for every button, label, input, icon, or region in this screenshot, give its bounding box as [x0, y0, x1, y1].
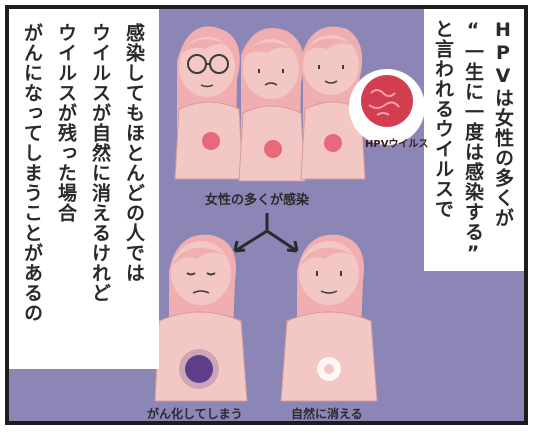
hpv-virus-icon [349, 69, 425, 145]
illustration [154, 26, 425, 402]
woman-cancer [154, 234, 248, 402]
left-line-1: 感染してもほとんどの人では [123, 23, 145, 283]
left-line-2: ウイルスが自然に消えるけれど [89, 23, 111, 303]
panel-stage: 感染してもほとんどの人では ウイルスが自然に消えるけれど ウイルスが残った場合 … [9, 9, 524, 421]
right-narration: HPVは女性の多くが “一生に一度は感染する” と言われるウイルスで [428, 19, 518, 269]
caption-cancer: がん化してしまう [147, 407, 243, 421]
caption-infected: 女性の多くが感染 [205, 193, 310, 208]
right-line-3: と言われるウイルスで [432, 19, 454, 219]
virus-label: HPVウイルス [365, 139, 429, 150]
comic-panel: 感染してもほとんどの人では ウイルスが自然に消えるけれど ウイルスが残った場合 … [5, 5, 528, 425]
left-line-3: ウイルスが残った場合 [55, 23, 77, 223]
caption-clear: 自然に消える [291, 407, 363, 421]
women-group [174, 26, 366, 182]
left-line-4: がんになってしまうことがあるの [21, 23, 43, 323]
left-text-box: 感染してもほとんどの人では ウイルスが自然に消えるけれど ウイルスが残った場合 … [9, 9, 159, 369]
right-text-box: HPVは女性の多くが “一生に一度は感染する” と言われるウイルスで [424, 9, 524, 271]
branch-arrow-icon [233, 213, 299, 253]
woman-clear [280, 234, 378, 402]
right-line-1: HPVは女性の多くが [492, 19, 514, 228]
right-line-2: “一生に一度は感染する” [462, 19, 484, 265]
left-narration: 感染してもほとんどの人では ウイルスが自然に消えるけれど ウイルスが残った場合 … [15, 23, 151, 363]
